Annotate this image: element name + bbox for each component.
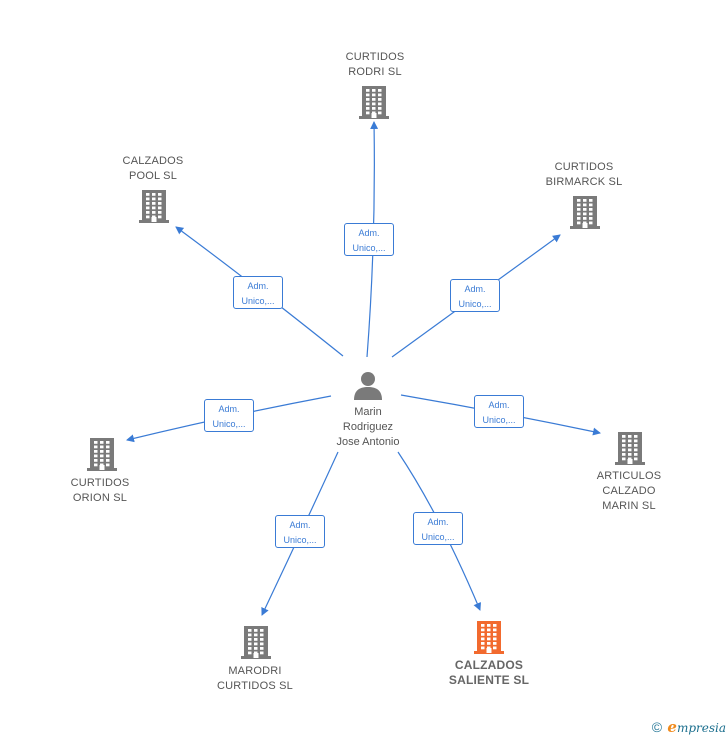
building-icon bbox=[359, 86, 389, 119]
company-name-marodri-curtidos[interactable]: MARODRI CURTIDOS SL bbox=[217, 665, 293, 692]
person-icon bbox=[354, 372, 382, 400]
company-name-calzados-saliente[interactable]: CALZADOS SALIENTE SL bbox=[448, 658, 530, 687]
company-node-articulos-calzado-marin[interactable] bbox=[614, 430, 648, 466]
company-node-calzados-saliente[interactable] bbox=[473, 619, 507, 655]
building-icon bbox=[474, 621, 504, 654]
relation-label-articulos-calzado-marin[interactable]: Adm. Unico,... bbox=[474, 395, 524, 428]
footer: © empresia bbox=[652, 718, 726, 736]
company-name-curtidos-rodri[interactable]: CURTIDOS RODRI SL bbox=[345, 51, 405, 78]
company-node-marodri-curtidos[interactable] bbox=[240, 624, 274, 660]
relation-label-curtidos-orion[interactable]: Adm. Unico,... bbox=[204, 399, 254, 432]
building-icon bbox=[570, 196, 600, 229]
building-icon bbox=[139, 190, 169, 223]
brand-logo[interactable]: empresia bbox=[667, 718, 726, 736]
building-icon bbox=[241, 626, 271, 659]
person-node[interactable] bbox=[352, 370, 386, 406]
company-node-curtidos-birmarck[interactable] bbox=[569, 194, 603, 230]
person-name[interactable]: Marin Rodriguez Jose Antonio bbox=[336, 406, 400, 448]
relation-label-calzados-saliente[interactable]: Adm. Unico,... bbox=[413, 512, 463, 545]
relation-label-marodri-curtidos[interactable]: Adm. Unico,... bbox=[275, 515, 325, 548]
company-node-calzados-pool[interactable] bbox=[138, 188, 172, 224]
company-node-curtidos-orion[interactable] bbox=[86, 436, 120, 472]
relation-label-curtidos-rodri[interactable]: Adm. Unico,... bbox=[344, 223, 394, 256]
relation-label-calzados-pool[interactable]: Adm. Unico,... bbox=[233, 276, 283, 309]
company-name-articulos-calzado-marin[interactable]: ARTICULOS CALZADO MARIN SL bbox=[596, 470, 662, 512]
company-name-curtidos-orion[interactable]: CURTIDOS ORION SL bbox=[70, 477, 130, 504]
company-name-calzados-pool[interactable]: CALZADOS POOL SL bbox=[122, 155, 184, 182]
building-icon bbox=[615, 432, 645, 465]
relation-label-curtidos-birmarck[interactable]: Adm. Unico,... bbox=[450, 279, 500, 312]
copyright-symbol: © bbox=[651, 719, 663, 735]
company-name-curtidos-birmarck[interactable]: CURTIDOS BIRMARCK SL bbox=[545, 161, 623, 188]
company-node-curtidos-rodri[interactable] bbox=[358, 84, 392, 120]
building-icon bbox=[87, 438, 117, 471]
